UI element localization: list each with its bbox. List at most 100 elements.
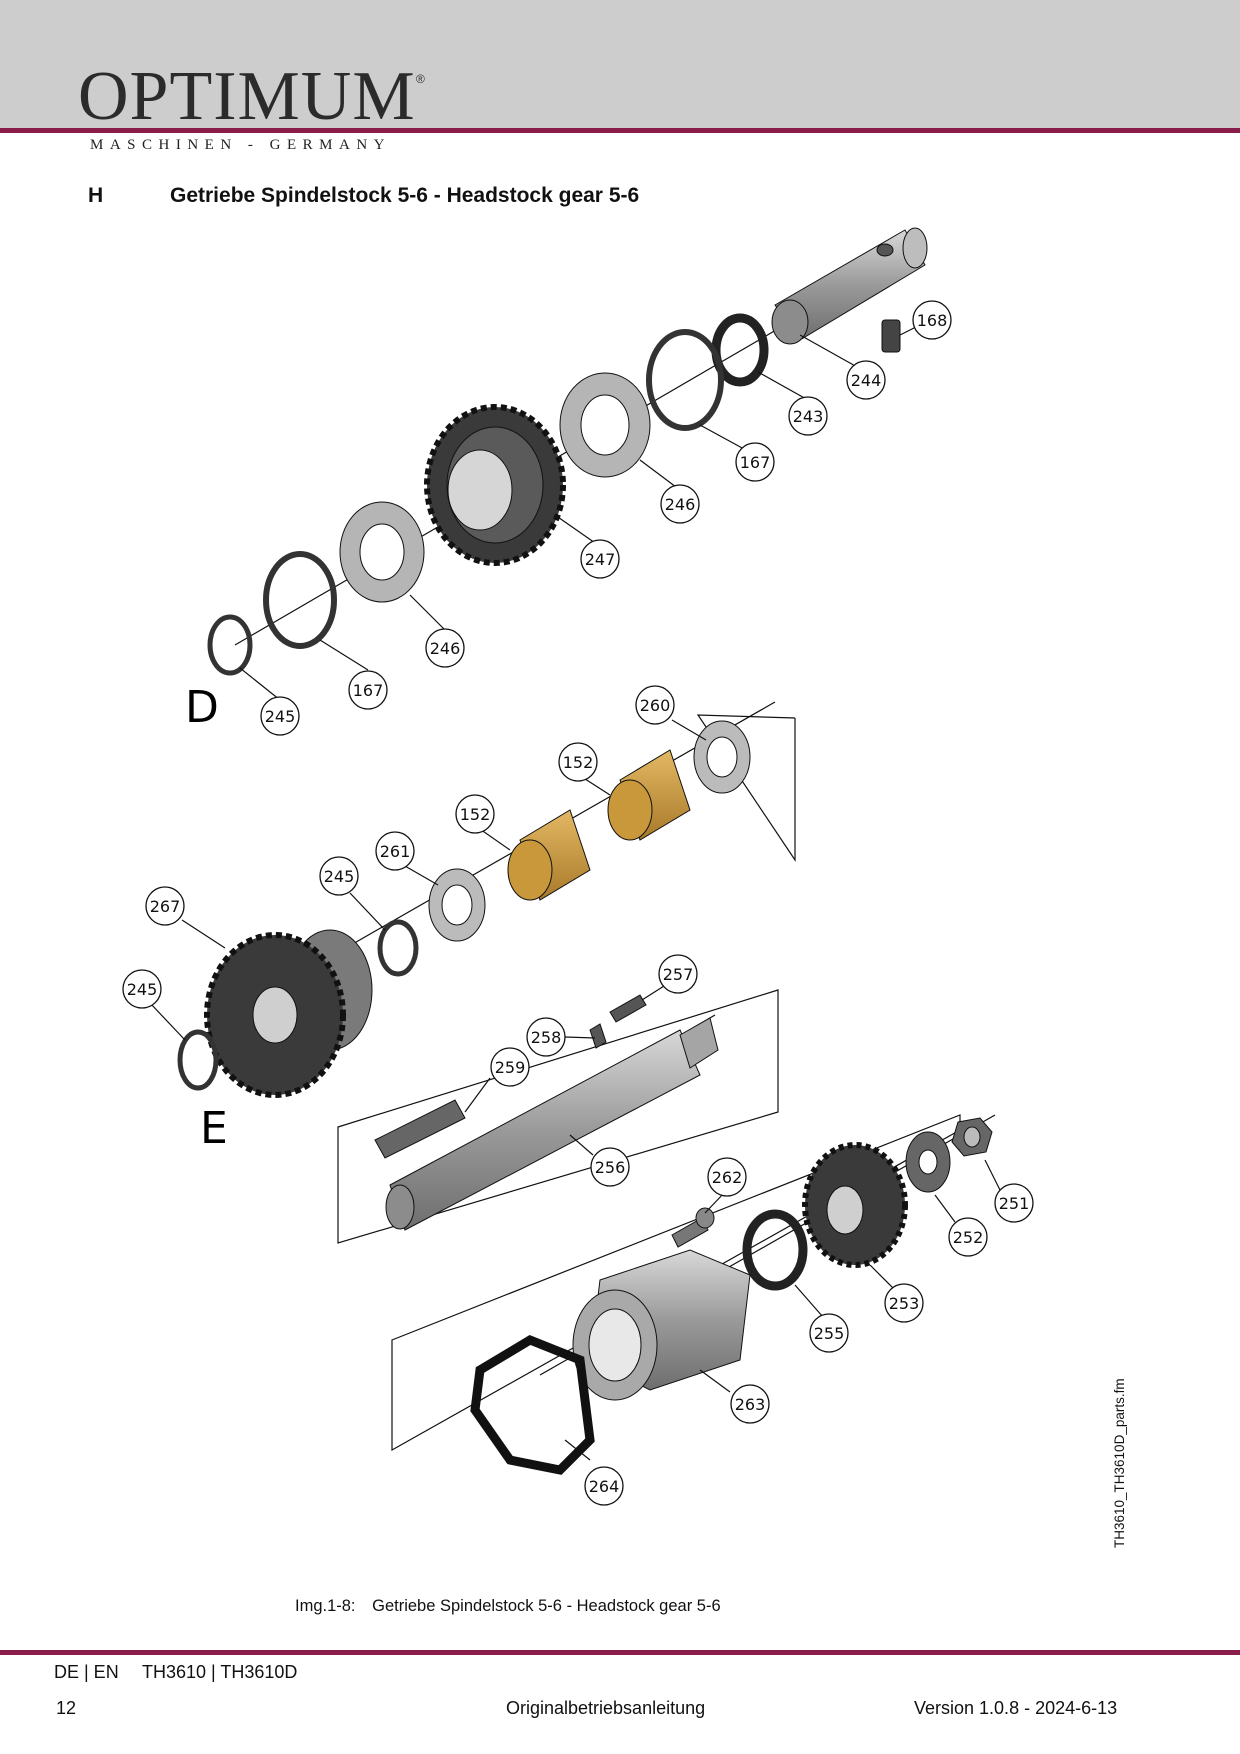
callout-circle <box>948 1217 988 1257</box>
source-file-name: TH3610_TH3610D_parts.fm <box>1112 1378 1127 1548</box>
callout-251: 251 <box>999 1194 1030 1213</box>
callout-257: 257 <box>663 965 694 984</box>
callout-circle <box>730 1384 770 1424</box>
callout-numbers: 168 244 243 167 246 247 246 167 245 260 … <box>127 311 1030 1496</box>
brand-subtitle: MASCHINEN - GERMANY <box>90 137 392 153</box>
gear-247 <box>424 404 566 566</box>
callout-261: 261 <box>380 842 411 861</box>
washer-252 <box>905 1131 951 1193</box>
flange-263 <box>572 1249 751 1401</box>
shaft-244 <box>771 227 928 345</box>
callout-circle <box>558 742 598 782</box>
brand-registered-mark: ® <box>416 72 425 86</box>
screw-262 <box>671 1207 715 1248</box>
section-title: Getriebe Spindelstock 5-6 - Headstock ge… <box>170 184 640 207</box>
callout-circle <box>590 1147 630 1187</box>
brand-logo: OPTIMUM <box>78 58 416 135</box>
footer-version: Version 1.0.8 - 2024-6-13 <box>914 1698 1118 1718</box>
callout-circle <box>145 886 185 926</box>
callout-circle <box>635 685 675 725</box>
callout-252: 252 <box>953 1228 984 1247</box>
circlip-167-b <box>263 551 337 649</box>
callout-circle <box>735 442 775 482</box>
nut-251 <box>951 1117 993 1157</box>
callout-circle <box>490 1047 530 1087</box>
callout-circle <box>455 794 495 834</box>
leader-lines <box>149 319 1001 1461</box>
gasket-264 <box>470 1334 595 1475</box>
figure-caption-text: Getriebe Spindelstock 5-6 - Headstock ge… <box>372 1597 721 1615</box>
group-label-e: E <box>200 1103 228 1154</box>
callout-245-b: 245 <box>324 867 355 886</box>
callout-267: 267 <box>150 897 181 916</box>
callout-246-b: 246 <box>430 639 461 658</box>
callout-255: 255 <box>814 1324 845 1343</box>
callout-243: 243 <box>793 407 824 426</box>
callout-circle <box>122 969 162 1009</box>
callout-244: 244 <box>851 371 882 390</box>
callout-152-b: 152 <box>460 805 491 824</box>
callout-260: 260 <box>640 696 671 715</box>
callout-264: 264 <box>589 1477 620 1496</box>
callout-circle <box>348 670 388 710</box>
callout-circle <box>584 1466 624 1506</box>
circlip-245-a <box>207 614 253 676</box>
header-accent-line <box>0 128 1240 133</box>
callout-256: 256 <box>595 1158 626 1177</box>
callout-circle <box>658 954 698 994</box>
callout-167-b: 167 <box>353 681 384 700</box>
circlip-167-a <box>646 329 724 431</box>
gear-267 <box>204 929 373 1098</box>
group-label-d: D <box>185 682 219 733</box>
header-band <box>0 0 1240 128</box>
callout-circles <box>122 300 1034 1506</box>
washer-261 <box>428 868 486 942</box>
callout-circle <box>994 1183 1034 1223</box>
footer-models: TH3610 | TH3610D <box>142 1662 298 1682</box>
callout-246-a: 246 <box>665 495 696 514</box>
callout-245-c: 245 <box>127 980 158 999</box>
callout-253: 253 <box>889 1294 920 1313</box>
callout-circle <box>912 300 952 340</box>
callout-168: 168 <box>917 311 948 330</box>
callout-circle <box>580 539 620 579</box>
footer-accent-line <box>0 1650 1240 1655</box>
callout-circle <box>526 1017 566 1057</box>
shaft-256 <box>385 1017 719 1231</box>
seal-ring-255 <box>742 1209 808 1291</box>
figure-caption: Img.1-8: Getriebe Spindelstock 5-6 - Hea… <box>295 1597 721 1616</box>
figure-caption-label: Img.1-8: <box>295 1597 356 1615</box>
circlip-245-c <box>177 1029 219 1091</box>
callout-circle <box>319 856 359 896</box>
key-259 <box>374 1099 466 1159</box>
key-258 <box>589 1023 607 1049</box>
callout-circle <box>707 1157 747 1197</box>
gear-253 <box>802 1142 908 1268</box>
callout-circle <box>884 1283 924 1323</box>
bushing-152-b <box>507 809 591 901</box>
callout-circle <box>846 360 886 400</box>
callout-circle <box>375 831 415 871</box>
washer-260 <box>693 720 751 794</box>
callout-circle <box>809 1313 849 1353</box>
callout-circle <box>425 628 465 668</box>
callout-152-a: 152 <box>563 753 594 772</box>
bearing-246-b <box>339 501 425 603</box>
footer-manual-title: Originalbetriebsanleitung <box>506 1698 706 1718</box>
bushing-152-a <box>607 749 691 841</box>
callout-262: 262 <box>712 1168 743 1187</box>
callout-circle <box>260 696 300 736</box>
section-letter: H <box>88 184 104 207</box>
key-257 <box>609 994 647 1023</box>
callout-259: 259 <box>495 1058 526 1077</box>
callout-263: 263 <box>735 1395 766 1414</box>
page-number: 12 <box>56 1698 77 1718</box>
circlip-245-b <box>377 919 419 977</box>
bearing-246-a <box>559 372 651 478</box>
pin-168 <box>881 319 901 353</box>
callout-circle <box>788 396 828 436</box>
callout-167-a: 167 <box>740 453 771 472</box>
callout-circle <box>660 484 700 524</box>
callout-258: 258 <box>531 1028 562 1047</box>
